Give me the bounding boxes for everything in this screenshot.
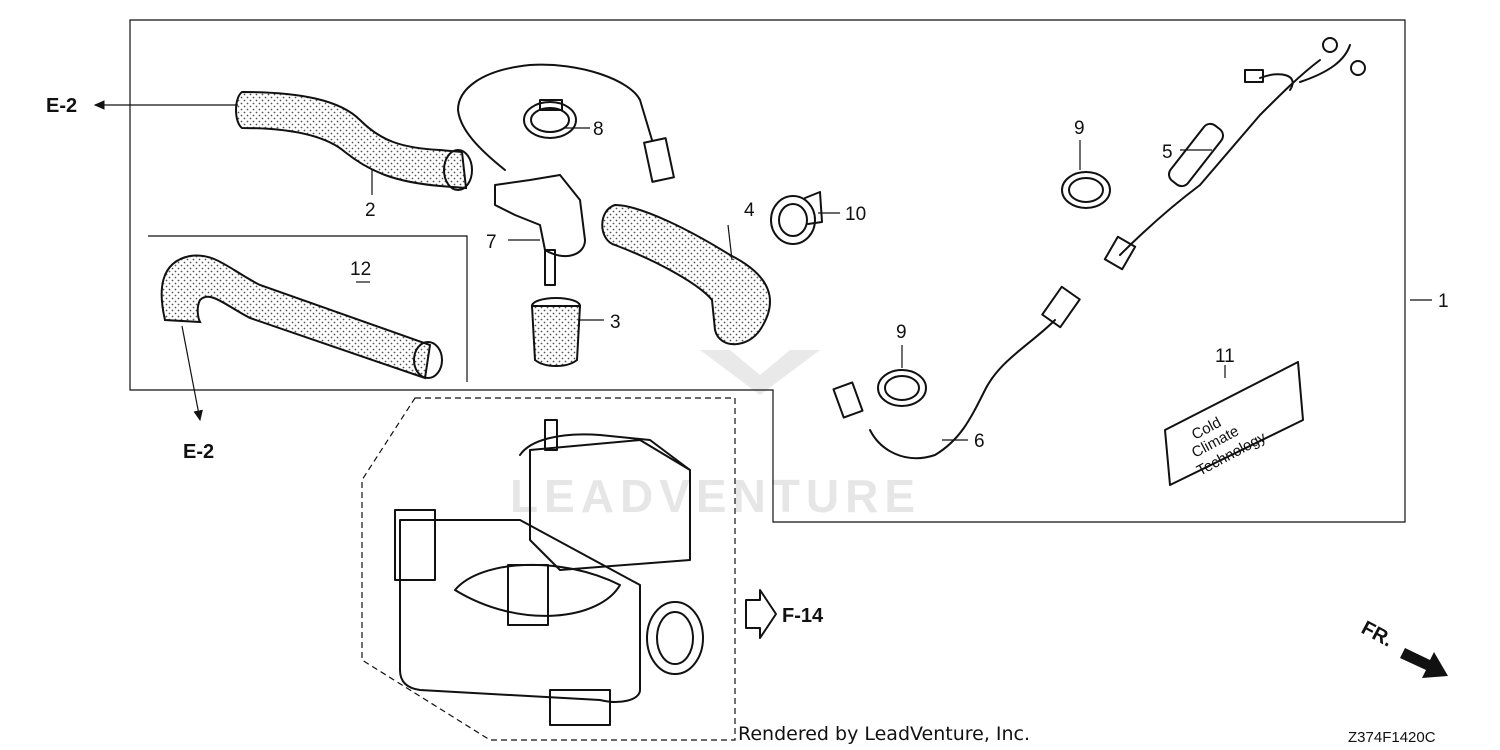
- callout-4: 4: [744, 200, 755, 221]
- callout-1: 1: [1438, 291, 1449, 312]
- clamp-8: [523, 99, 577, 139]
- callouts: 1 2 3 4 5 6 7 8 9 9 10 11 12: [350, 118, 1449, 452]
- hose-12-boundary: [148, 235, 468, 382]
- reference-f14: F-14: [745, 589, 824, 639]
- reference-e2-top: E-2: [46, 95, 238, 117]
- front-direction-arrow-icon: [1400, 648, 1448, 678]
- front-direction-label: FR.: [1358, 617, 1397, 652]
- air-cleaner-assembly: [361, 397, 736, 741]
- reference-e2-bottom: E-2: [181, 325, 214, 463]
- callout-9-lower: 9: [896, 322, 907, 343]
- clamp-9-lower: [877, 369, 927, 407]
- assembly-boundary: [129, 19, 1406, 523]
- watermark-text: LEADVENTURE: [510, 470, 921, 522]
- harness-6: [832, 285, 1081, 460]
- hose-12-end: [413, 341, 443, 379]
- callout-6: 6: [974, 431, 985, 452]
- callout-10: 10: [845, 204, 866, 225]
- hose-2: [235, 90, 468, 190]
- callout-5: 5: [1162, 142, 1173, 163]
- collar-3: [530, 297, 582, 367]
- callout-9-upper: 9: [1074, 118, 1085, 139]
- clamp-9-upper: [1061, 171, 1111, 209]
- callout-12: 12: [350, 259, 371, 280]
- callout-11: 11: [1215, 346, 1235, 367]
- diagram-code: Z374F1420C: [1348, 729, 1436, 746]
- heater-7: [457, 63, 675, 286]
- callout-7: 7: [486, 232, 497, 253]
- reference-f14-label: F-14: [782, 605, 824, 627]
- hose-4: [601, 203, 771, 346]
- front-direction-indicator: FR.: [1358, 617, 1448, 678]
- clamp-10: [770, 191, 823, 245]
- callout-3: 3: [610, 312, 621, 333]
- callout-2: 2: [365, 200, 376, 221]
- hose-12: [160, 254, 432, 380]
- reference-e2-top-label: E-2: [46, 95, 77, 117]
- callout-8: 8: [593, 119, 604, 140]
- watermark: LEADVENTURE: [510, 350, 921, 522]
- harness-5: [1103, 37, 1366, 271]
- decal-11: Cold Climate Technology: [1164, 361, 1304, 486]
- leader-lines: [356, 127, 1432, 441]
- hose-2-end: [443, 149, 473, 191]
- reference-e2-bottom-label: E-2: [183, 441, 214, 463]
- footer-credit: Rendered by LeadVenture, Inc.: [738, 723, 1030, 745]
